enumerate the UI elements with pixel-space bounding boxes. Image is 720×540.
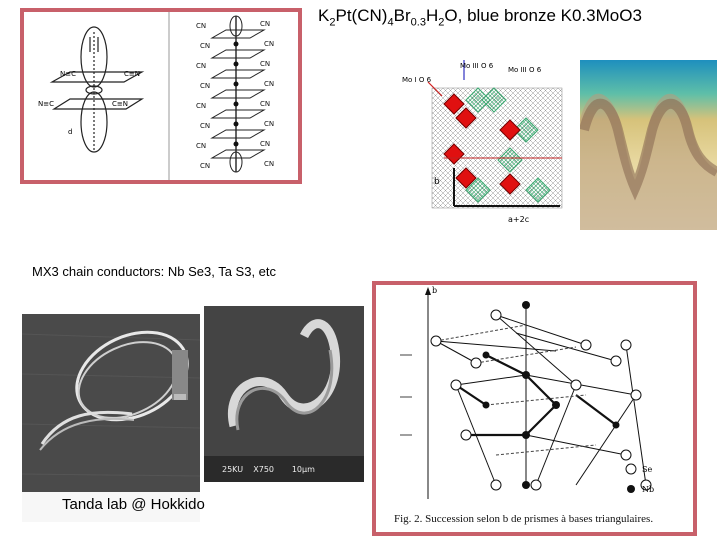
legend-se-label: Se: [642, 465, 652, 474]
ptcn-label-4: C≡N: [112, 100, 128, 108]
sem-kv: 25KU: [222, 465, 244, 474]
cn-r-2: CN: [260, 60, 270, 68]
blue-bronze-structure: Mo III O 6 Mo III O 6 Mo I O 6 b a+2c: [402, 60, 563, 224]
moi-label: Mo I O 6: [402, 76, 432, 84]
cn-l-6: CN: [196, 142, 206, 150]
tanda-caption: Tanda lab @ Hokkido: [62, 496, 205, 513]
dz2-orbital-diagram: [49, 26, 145, 153]
legend-nb-marker: [627, 485, 635, 493]
cn-l-2: CN: [196, 62, 206, 70]
sem-mag: X750: [253, 465, 274, 474]
top-title: K2Pt(CN)4Br0.3H2O, blue bronze K0.3MoO3: [318, 6, 642, 29]
cn-l-1: CN: [200, 42, 210, 50]
sem-ring-drawing: [22, 314, 200, 522]
axis-b-label: b: [434, 177, 440, 187]
cn-l-7: CN: [200, 162, 210, 170]
legend-se-marker: [625, 463, 637, 475]
cn-l-4: CN: [196, 102, 206, 110]
red-octahedra: [443, 93, 521, 195]
ptcn-diagram: N≡C C≡N N≡C C≡N d CN CN: [38, 12, 274, 180]
cn-r-4: CN: [260, 100, 270, 108]
ptcn-figure-frame: N≡C C≡N N≡C C≡N d CN CN: [20, 8, 302, 184]
cn-l-5: CN: [200, 122, 210, 130]
moiii2-label: Mo III O 6: [508, 66, 542, 74]
mx3-title: MX3 chain conductors: Nb Se3, Ta S3, etc: [32, 264, 277, 279]
cn-r-1: CN: [264, 40, 274, 48]
nbse3-axis-b: b: [432, 286, 437, 295]
moiii-label: Mo III O 6: [460, 62, 494, 70]
arpes-image: [580, 60, 717, 230]
sem-image-ribbon: 25KU X750 10μm: [204, 306, 364, 482]
sem-ribbon-drawing: [204, 306, 364, 482]
nbse3-figure-frame: b: [372, 281, 697, 536]
nbse3-fig-caption: Fig. 2. Succession selon b de prismes à …: [394, 513, 654, 525]
ptcn-label-3: N≡C: [38, 100, 54, 108]
cn-r-6: CN: [260, 140, 270, 148]
ptcn-label-2: C≡N: [124, 70, 140, 78]
sem-image-ring: [22, 314, 200, 522]
green-octahedra: [465, 87, 551, 203]
dz2-label: d: [68, 128, 72, 136]
cn-r-5: CN: [264, 120, 274, 128]
cn-r-0: CN: [260, 20, 270, 28]
legend-nb-label: Nb: [642, 485, 654, 494]
ptcn-chain: [210, 15, 266, 173]
nbse3-structure: b: [400, 286, 654, 499]
ptcn-label-1: N≡C: [60, 70, 76, 78]
cn-l-3: CN: [200, 82, 210, 90]
cn-r-3: CN: [264, 80, 274, 88]
sem-scalebar: 10μm: [291, 465, 315, 474]
cn-r-7: CN: [264, 160, 274, 168]
axis-a2c-label: a+2c: [508, 215, 529, 224]
cn-l-0: CN: [196, 22, 206, 30]
